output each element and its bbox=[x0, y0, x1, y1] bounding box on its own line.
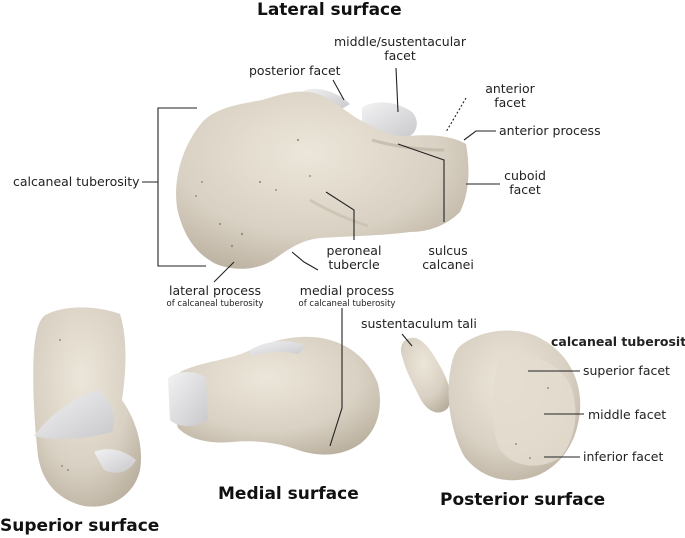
title-posterior-surface: Posterior surface bbox=[440, 490, 605, 510]
leader-medial-process bbox=[292, 252, 318, 270]
label-lateral-process: lateral process bbox=[160, 284, 270, 298]
label-calcaneal-tuberosity: calcaneal tuberosity bbox=[13, 175, 140, 189]
label-medial-process-main: medial process bbox=[292, 284, 402, 298]
label-lateral-process-main: lateral process bbox=[160, 284, 270, 298]
label-cuboid-facet-line2: facet bbox=[500, 183, 550, 197]
label-peroneal-tubercle: peroneal tubercle bbox=[322, 244, 386, 272]
label-middle-facet-line1: middle/sustentacular bbox=[330, 35, 470, 49]
label-middle-facet-line2: facet bbox=[330, 49, 470, 63]
lateral-view-bone bbox=[176, 89, 468, 269]
superior-view-bone bbox=[33, 307, 141, 506]
label-sulcus-calcanei-line1: sulcus bbox=[416, 244, 480, 258]
posterior-view-bone bbox=[401, 331, 580, 481]
label-middle-sustentacular-facet: middle/sustentacular facet bbox=[330, 35, 470, 63]
label-sustentaculum-tali: sustentaculum tali bbox=[361, 317, 477, 331]
label-medial-process-sub: of calcaneal tuberosity bbox=[292, 299, 402, 309]
label-peroneal-tubercle-line1: peroneal bbox=[322, 244, 386, 258]
label-sulcus-calcanei-line2: calcanei bbox=[416, 258, 480, 272]
label-medial-process: medial process bbox=[292, 284, 402, 298]
label-cuboid-facet: cuboid facet bbox=[500, 169, 550, 197]
label-lateral-process-sub: of calcaneal tuberosity bbox=[160, 299, 270, 309]
label-posterior-facet: posterior facet bbox=[249, 64, 341, 78]
label-anterior-facet-line2: facet bbox=[480, 96, 540, 110]
label-cuboid-facet-line1: cuboid bbox=[500, 169, 550, 183]
leader-anterior-process bbox=[464, 131, 496, 140]
title-superior-surface: Superior surface bbox=[0, 516, 159, 536]
label-superior-facet: superior facet bbox=[583, 364, 670, 378]
label-posterior-calcaneal-tuberosity: calcaneal tuberosity bbox=[551, 335, 685, 349]
title-medial-surface: Medial surface bbox=[218, 484, 359, 504]
label-peroneal-tubercle-line2: tubercle bbox=[322, 258, 386, 272]
leader-anterior-facet bbox=[446, 98, 466, 132]
label-inferior-facet: inferior facet bbox=[583, 450, 663, 464]
title-lateral-surface: Lateral surface bbox=[257, 0, 402, 20]
label-anterior-facet: anterior facet bbox=[480, 82, 540, 110]
posterior-sustentaculum bbox=[401, 338, 450, 413]
label-middle-facet: middle facet bbox=[588, 408, 666, 422]
medial-sustentaculum-cartilage bbox=[168, 372, 208, 426]
label-sulcus-calcanei: sulcus calcanei bbox=[416, 244, 480, 272]
medial-view-bone bbox=[168, 337, 380, 455]
label-anterior-facet-line1: anterior bbox=[480, 82, 540, 96]
label-anterior-process: anterior process bbox=[499, 124, 601, 138]
lateral-calcaneus-body bbox=[176, 92, 468, 269]
